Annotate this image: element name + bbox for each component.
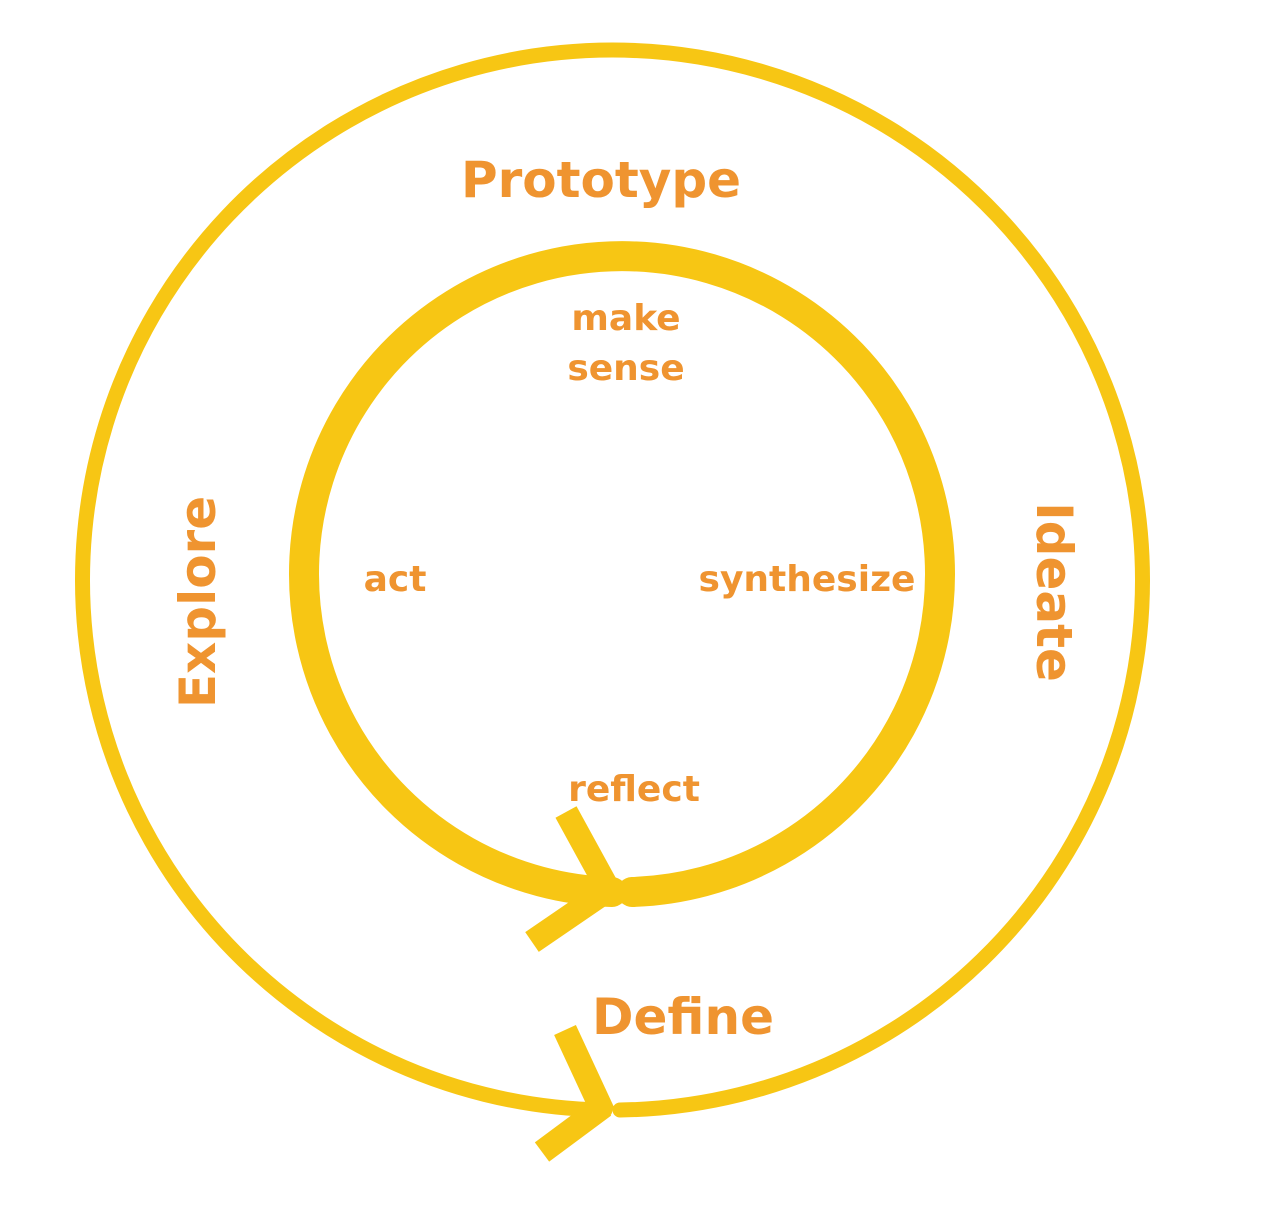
inner-label-act: act <box>364 559 427 600</box>
inner-cycle-arrowhead <box>525 806 617 952</box>
outer-cycle-arrowhead <box>534 1024 615 1162</box>
stage-label-prototype: Prototype <box>461 151 741 209</box>
inner-label-synthesize: synthesize <box>699 559 916 600</box>
outer-cycle-ring <box>75 42 1150 1118</box>
stage-label-explore: Explore <box>169 496 227 708</box>
stage-label-define: Define <box>592 988 774 1046</box>
inner-label-make: make <box>571 298 680 339</box>
inner-label-reflect: reflect <box>568 769 700 810</box>
inner-cycle-ring <box>289 241 955 907</box>
stage-label-ideate: Ideate <box>1025 502 1083 682</box>
inner-label-sense: sense <box>567 348 684 389</box>
